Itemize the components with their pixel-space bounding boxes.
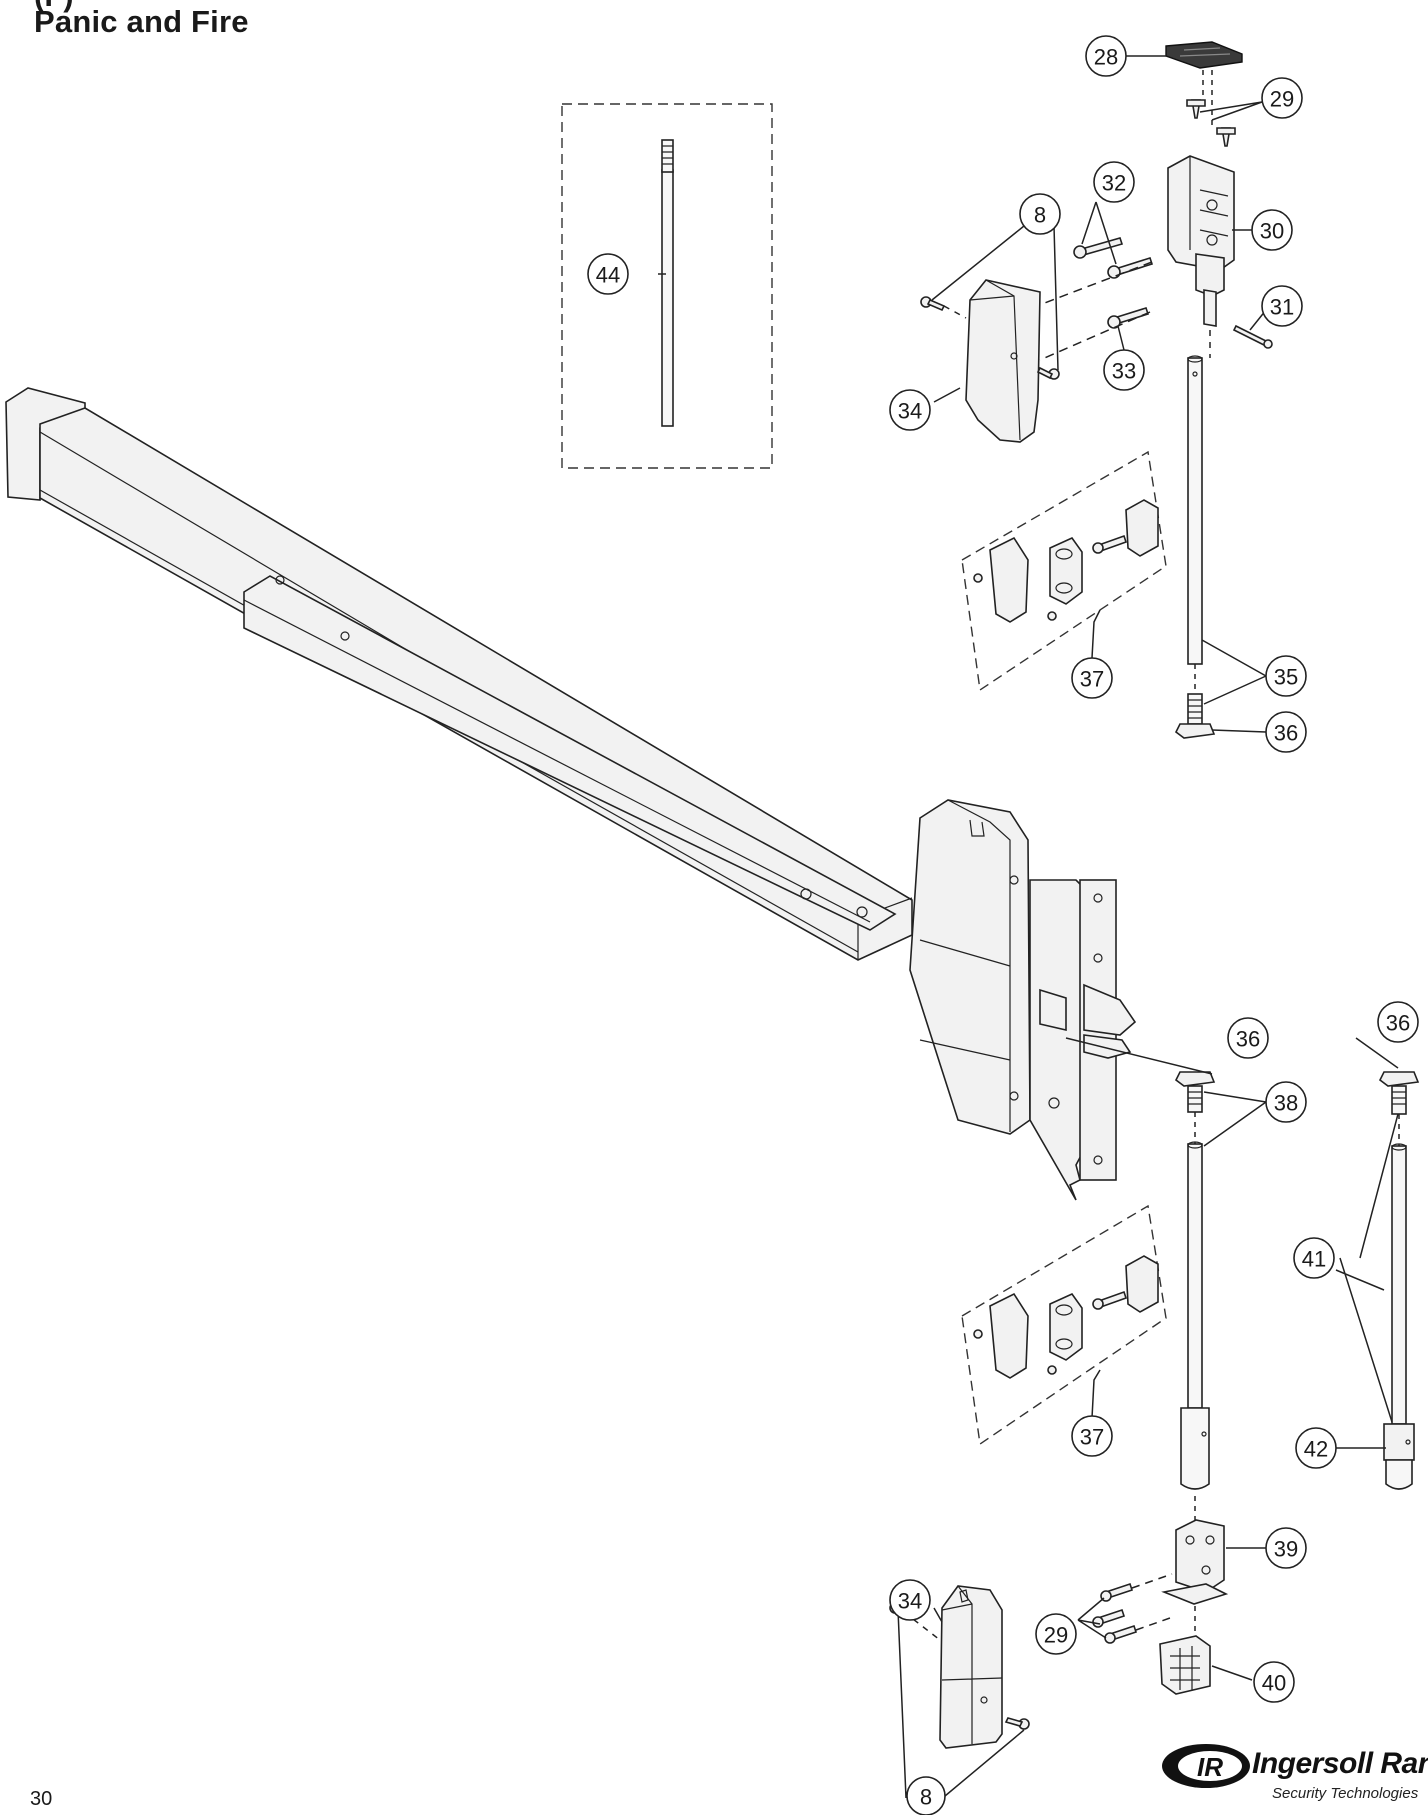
svg-text:37: 37 — [1080, 667, 1104, 692]
svg-text:37: 37 — [1080, 1425, 1104, 1450]
thread-38 — [1187, 1085, 1203, 1113]
callout-38: 38 — [1265, 1081, 1307, 1123]
brand-logo: IR Ingersoll Rand Security Technologies — [1160, 1735, 1428, 1815]
callout-34-top: 34 — [889, 389, 931, 431]
bracket-kit-37-top — [961, 450, 1167, 692]
rod-44-thread — [661, 139, 674, 173]
section-letter: (F) — [34, 0, 74, 14]
sleeve-38 — [1180, 1407, 1210, 1490]
bracket-kit-37-bottom — [961, 1204, 1167, 1446]
callout-33: 33 — [1103, 349, 1145, 391]
svg-text:36: 36 — [1236, 1027, 1260, 1052]
callouts: 28 29 32 8 30 44 31 33 34 37 35 36 36 38… — [587, 35, 1419, 1815]
svg-text:36: 36 — [1274, 721, 1298, 746]
part-30-latch — [1167, 155, 1235, 271]
rod-41 — [1391, 1145, 1407, 1425]
callout-37-top: 37 — [1071, 657, 1113, 699]
bottom-rod-38 — [1174, 1071, 1216, 1490]
callout-8-bottom: 8 — [906, 1776, 946, 1815]
svg-text:28: 28 — [1094, 45, 1118, 70]
callout-28: 28 — [1085, 35, 1127, 77]
svg-text:41: 41 — [1302, 1247, 1326, 1272]
rod-44-group — [561, 103, 773, 469]
callout-34-bottom: 34 — [889, 1579, 931, 1621]
svg-text:8: 8 — [920, 1785, 932, 1810]
svg-text:34: 34 — [898, 1589, 922, 1614]
rod-44 — [661, 169, 674, 427]
svg-text:38: 38 — [1274, 1091, 1298, 1116]
callout-31: 31 — [1261, 285, 1303, 327]
part-36-right — [1378, 1071, 1420, 1087]
callout-29-bottom: 29 — [1035, 1613, 1077, 1655]
callout-37-bottom: 37 — [1071, 1415, 1113, 1457]
svg-text:44: 44 — [596, 263, 620, 288]
callout-42: 42 — [1295, 1427, 1337, 1469]
push-bar — [5, 387, 1137, 1201]
bottom-cover — [939, 1585, 1003, 1749]
bottom-bracket — [1092, 1496, 1229, 1695]
part-39-bracket — [1175, 1519, 1225, 1593]
leader-lines — [658, 55, 1399, 1799]
brand-subtitle: Security Technologies — [1272, 1785, 1419, 1802]
page-title: Panic and Fire — [34, 4, 249, 39]
callout-36-right: 36 — [1377, 1001, 1419, 1043]
svg-text:31: 31 — [1270, 295, 1294, 320]
coupler-42 — [1383, 1423, 1415, 1461]
svg-text:29: 29 — [1044, 1623, 1068, 1648]
bar-slide — [243, 575, 897, 931]
thread-35 — [1187, 693, 1203, 725]
top-latch-assembly — [999, 41, 1273, 361]
dashed-box-44 — [561, 103, 773, 469]
top-cover-34 — [920, 279, 1060, 443]
brand-name: Ingersoll Rand — [1252, 1747, 1428, 1780]
bottom-cover-34 — [889, 1585, 1030, 1749]
svg-text:40: 40 — [1262, 1671, 1286, 1696]
tip-42 — [1385, 1459, 1413, 1490]
callout-36-top: 36 — [1265, 711, 1307, 753]
callout-41: 41 — [1293, 1237, 1335, 1279]
latch-bolt — [1083, 983, 1137, 1036]
callout-32: 32 — [1093, 161, 1135, 203]
chassis-cover — [909, 799, 1031, 1135]
svg-text:39: 39 — [1274, 1537, 1298, 1562]
svg-text:32: 32 — [1102, 171, 1126, 196]
svg-text:33: 33 — [1112, 359, 1136, 384]
part-36-mid — [1174, 1071, 1216, 1087]
top-cover — [965, 279, 1041, 443]
svg-text:8: 8 — [1034, 203, 1046, 228]
callout-8-top: 8 — [1019, 193, 1061, 235]
svg-text:42: 42 — [1304, 1437, 1328, 1462]
callout-29-top: 29 — [1261, 77, 1303, 119]
top-rod-35 — [1174, 355, 1216, 739]
callout-44: 44 — [587, 253, 629, 295]
part-36-top — [1174, 723, 1216, 739]
svg-text:29: 29 — [1270, 87, 1294, 112]
svg-text:34: 34 — [898, 399, 922, 424]
callout-35: 35 — [1265, 655, 1307, 697]
part-40-guide — [1159, 1635, 1211, 1695]
page-number: 30 — [30, 1788, 53, 1810]
callout-40: 40 — [1253, 1661, 1295, 1703]
rod-35 — [1187, 357, 1203, 665]
callout-39: 39 — [1265, 1527, 1307, 1569]
svg-text:IR: IR — [1197, 1752, 1223, 1782]
thread-41 — [1391, 1085, 1407, 1115]
rod-38 — [1187, 1143, 1203, 1409]
svg-text:35: 35 — [1274, 665, 1298, 690]
callout-36-mid: 36 — [1227, 1017, 1269, 1059]
callout-30: 30 — [1251, 209, 1293, 251]
svg-text:36: 36 — [1386, 1011, 1410, 1036]
ir-logo-icon: IR — [1162, 1744, 1250, 1788]
svg-text:30: 30 — [1260, 219, 1284, 244]
rod-41-assembly — [1378, 1071, 1420, 1490]
